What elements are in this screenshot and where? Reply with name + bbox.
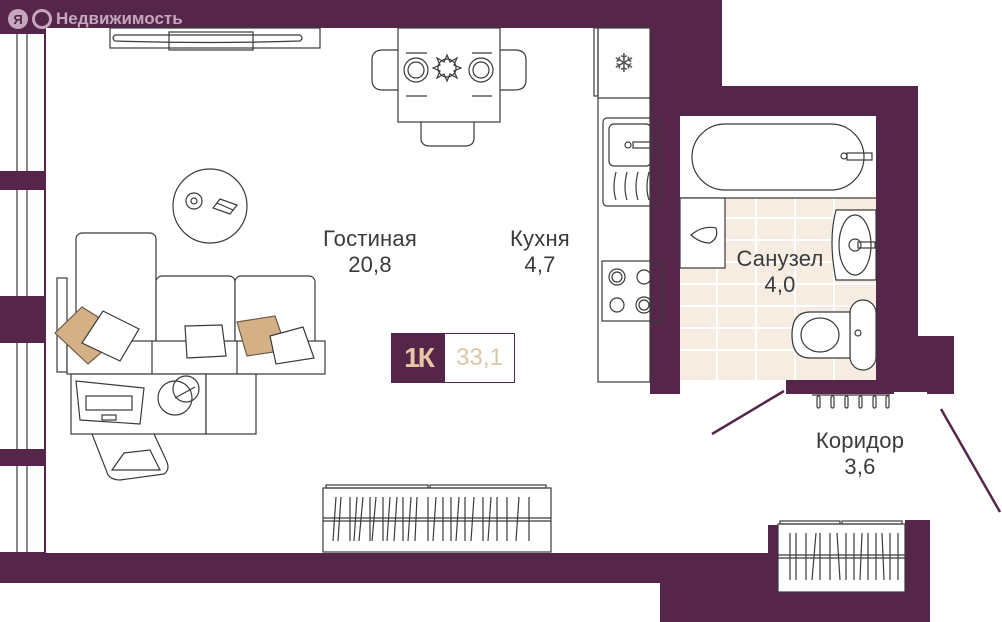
washing-machine-icon <box>679 197 726 269</box>
desk-lamp-icon <box>157 375 200 416</box>
brand-name: Недвижимость <box>56 9 183 28</box>
room-name: Санузел <box>736 246 824 271</box>
washbasin-icon <box>831 209 877 281</box>
room-area: 20,8 <box>348 252 392 277</box>
toilet-icon <box>791 299 877 371</box>
room-area: 4,7 <box>524 252 556 277</box>
coffee-table-icon <box>172 168 248 244</box>
stove-icon <box>601 260 663 322</box>
svg-text:❄: ❄ <box>613 49 635 79</box>
windows <box>0 28 46 553</box>
yandex-logo-icon: Я <box>8 9 28 29</box>
bathtub-icon <box>680 123 876 199</box>
apartment-total-area: 33,1 <box>445 334 514 382</box>
laptop-icon <box>75 380 145 425</box>
bathroom <box>679 123 877 380</box>
sink-icon <box>602 117 661 207</box>
room-label-kitchen: Кухня 4,7 <box>495 226 585 278</box>
room-name: Коридор <box>815 428 905 453</box>
room-area: 3,6 <box>844 454 876 479</box>
room-label-living: Гостиная 20,8 <box>305 226 435 278</box>
room-label-corridor: Коридор 3,6 <box>795 428 925 480</box>
sofa-icon <box>54 232 326 375</box>
refrigerator-icon: ❄ <box>593 27 650 99</box>
dining-table-icon <box>371 27 527 147</box>
flower-icon <box>431 53 463 83</box>
ring-logo-icon <box>32 9 52 29</box>
coat-hooks-icon <box>812 394 890 409</box>
desk-chair-icon <box>91 433 169 481</box>
radiator-icon <box>322 484 552 553</box>
room-label-bathroom: Санузел 4,0 <box>725 246 835 298</box>
apartment-type: 1К <box>392 334 445 382</box>
brand-logo[interactable]: Я Недвижимость <box>8 6 183 32</box>
room-name: Гостиная <box>323 226 417 251</box>
tv-icon <box>109 27 321 51</box>
desk-icon <box>70 373 257 435</box>
door-lines <box>711 389 1002 513</box>
radiator-icon-corridor <box>777 520 906 593</box>
room-name: Кухня <box>510 226 570 251</box>
apartment-badge: 1К 33,1 <box>391 333 515 383</box>
kitchen-counter: ❄ <box>593 27 663 383</box>
room-area: 4,0 <box>764 272 796 297</box>
